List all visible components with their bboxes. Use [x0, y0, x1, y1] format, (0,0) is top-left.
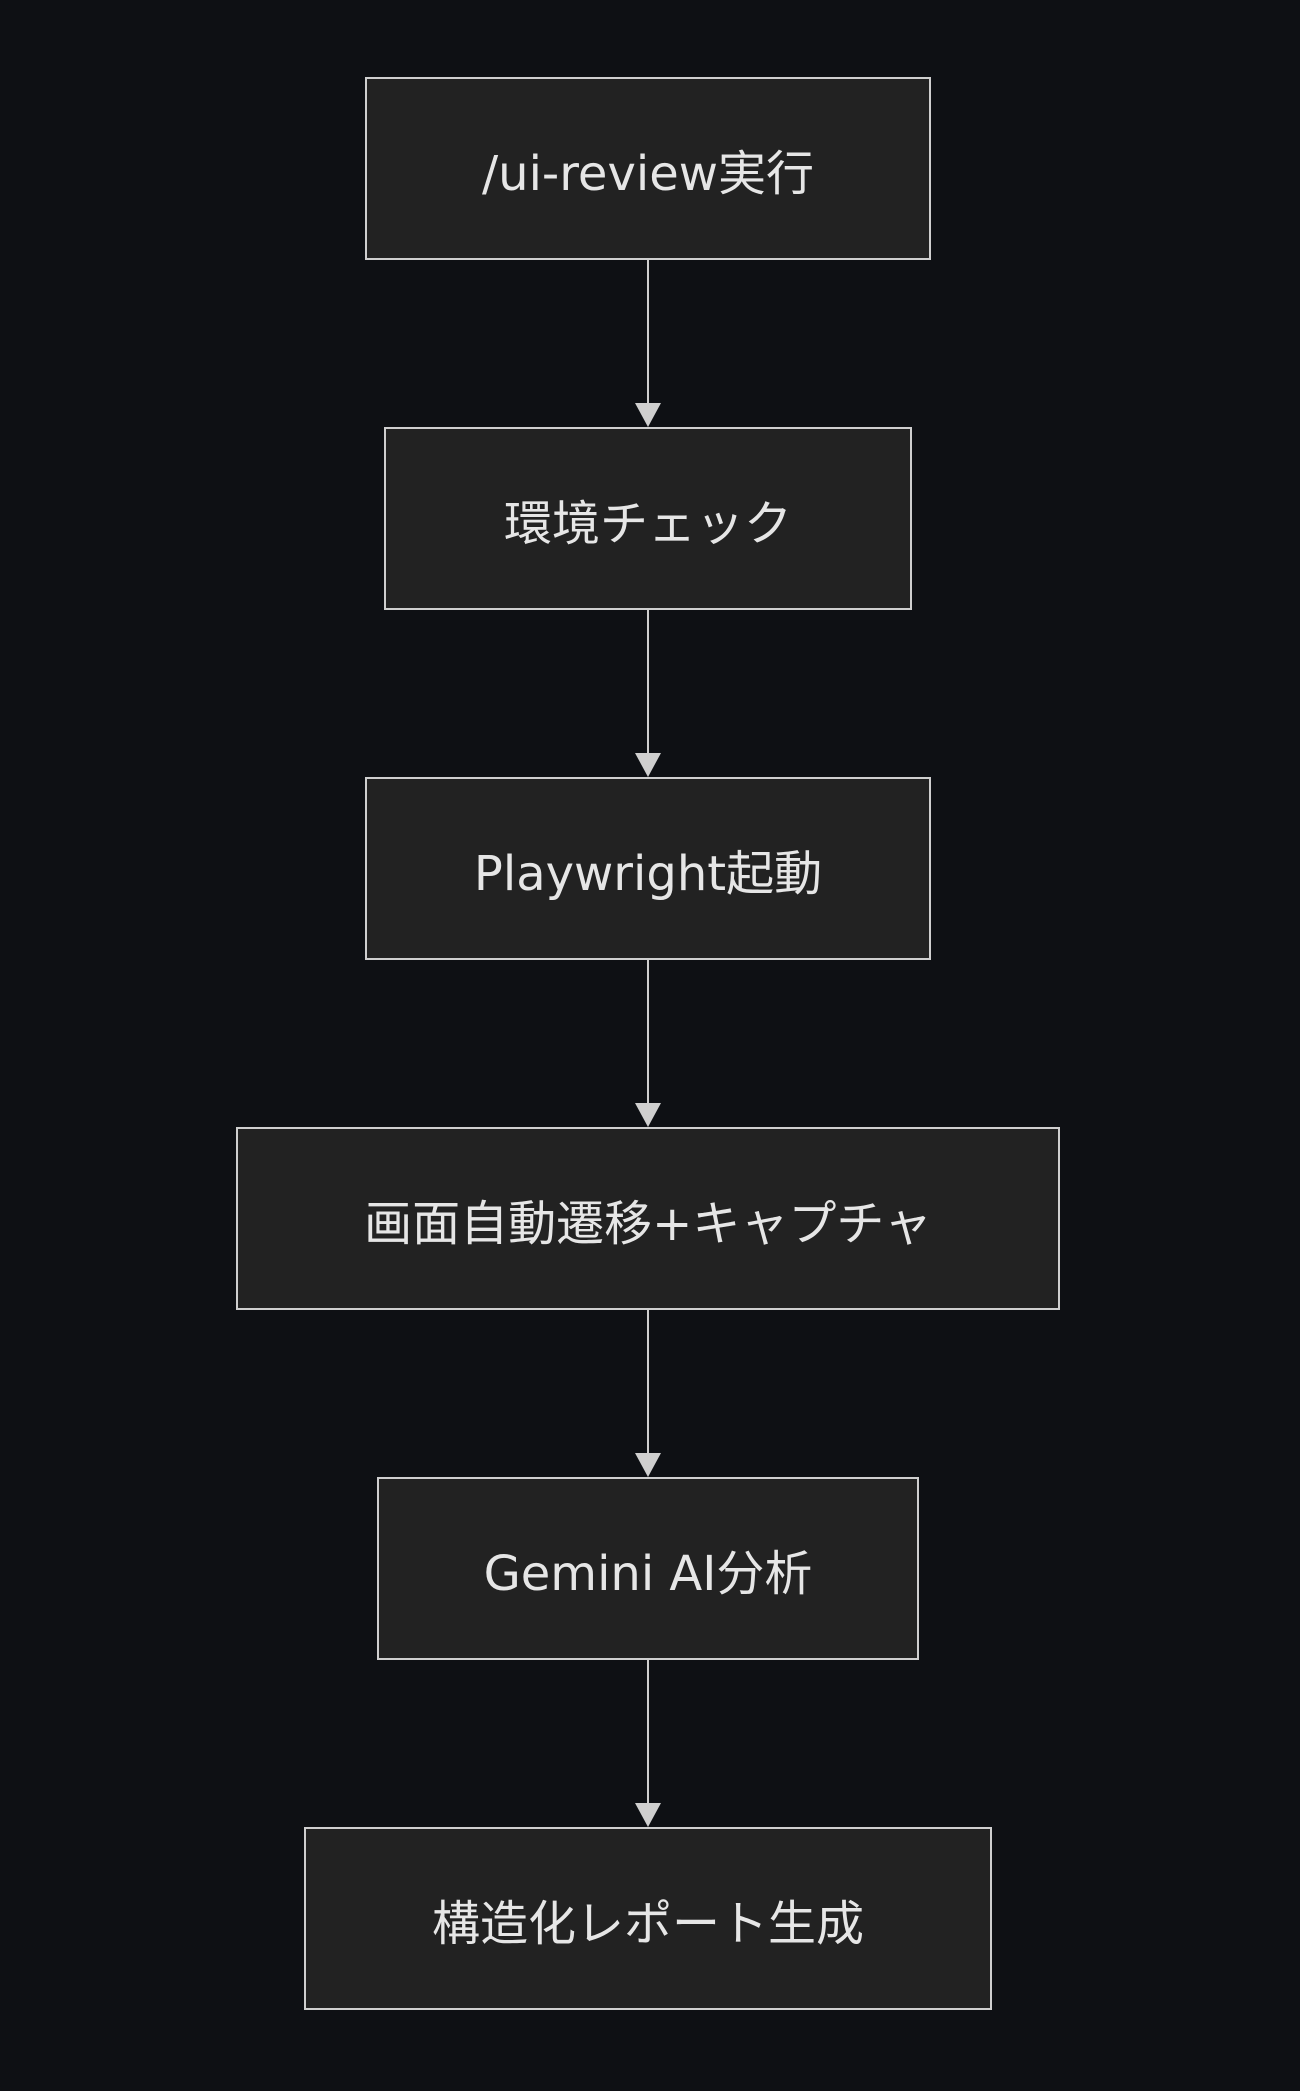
arrowhead-icon: [635, 753, 661, 777]
node-label: 構造化レポート生成: [431, 1895, 864, 1952]
node-label: 環境チェック: [503, 495, 792, 552]
edge-arrow: [635, 610, 661, 777]
node-environment-check: 環境チェック: [384, 427, 912, 610]
node-gemini-ai-analysis: Gemini AI分析: [377, 1477, 919, 1660]
arrowhead-icon: [635, 1803, 661, 1827]
arrowhead-icon: [635, 1103, 661, 1127]
node-label: Gemini AI分析: [483, 1545, 813, 1602]
edge-arrow: [635, 1660, 661, 1827]
node-label: /ui-review実行: [482, 145, 814, 202]
node-label: 画面自動遷移+キャプチャ: [364, 1195, 932, 1252]
edge-arrow: [635, 1310, 661, 1477]
node-label: Playwright起動: [473, 845, 823, 902]
node-ui-review-run: /ui-review実行: [365, 77, 931, 260]
arrowhead-icon: [635, 403, 661, 427]
arrowhead-icon: [635, 1453, 661, 1477]
node-structured-report-generation: 構造化レポート生成: [304, 1827, 992, 2010]
edge-arrow: [635, 960, 661, 1127]
edge-arrow: [635, 260, 661, 427]
node-auto-navigation-capture: 画面自動遷移+キャプチャ: [236, 1127, 1060, 1310]
node-playwright-launch: Playwright起動: [365, 777, 931, 960]
